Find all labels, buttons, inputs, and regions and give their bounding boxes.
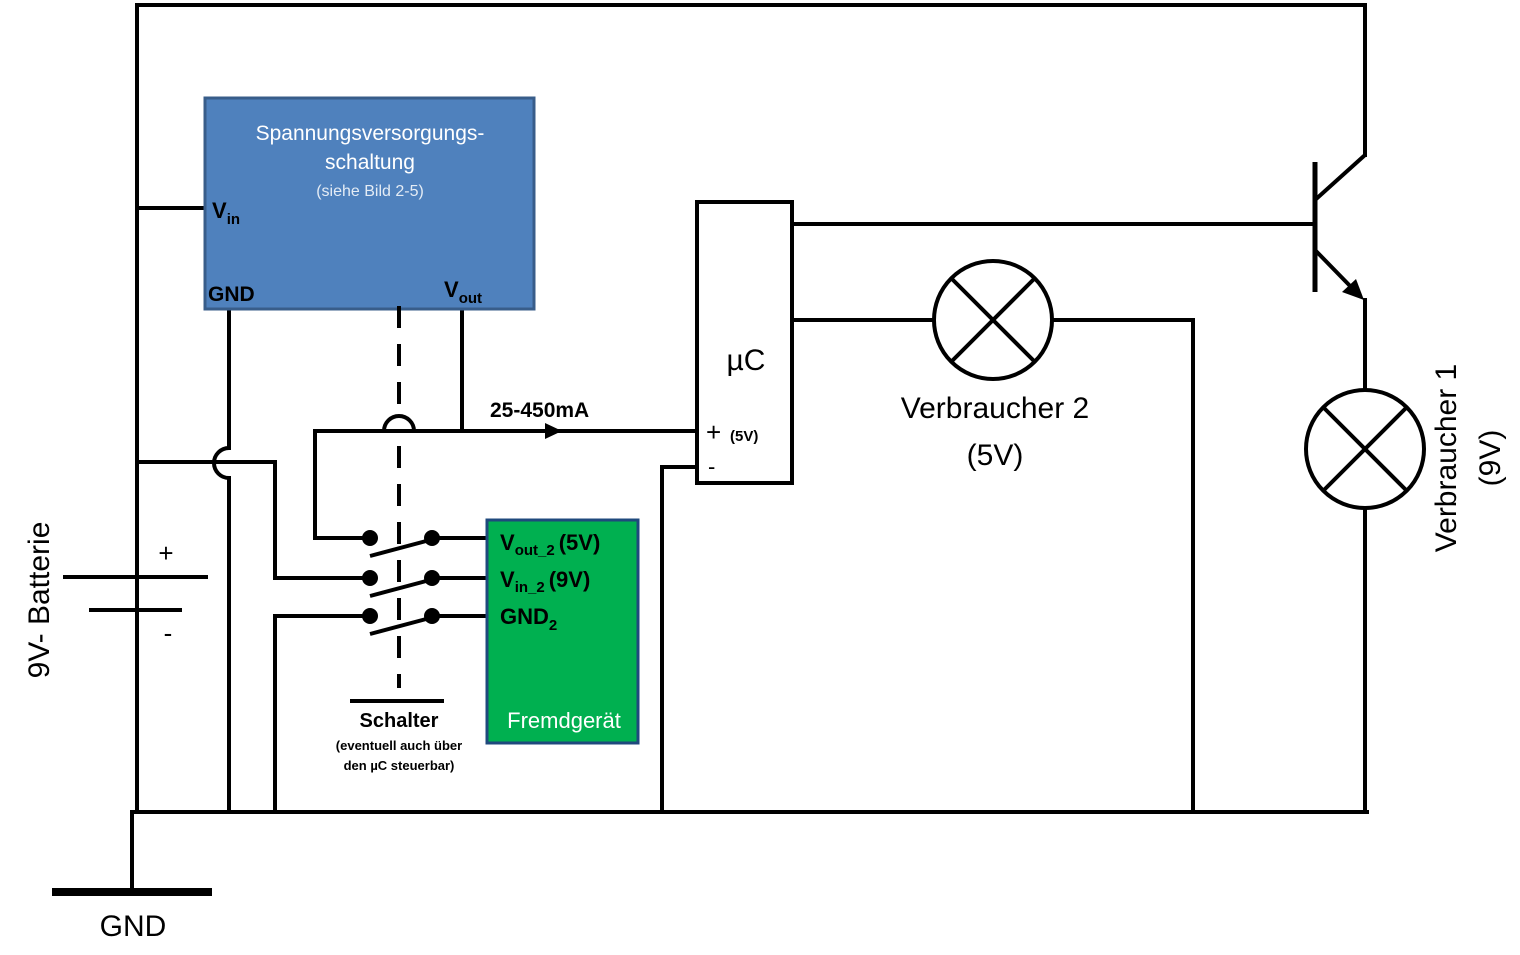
supply-block-rect (203, 96, 536, 311)
external-device: Vout_2(5V) Vin_2(9V) GND2 Fremdgerät (485, 518, 640, 745)
wire-crossover-hop-bus (382, 414, 416, 432)
ground-label: GND (100, 910, 167, 943)
wire-top-rail (135, 3, 1367, 810)
current-arrow (545, 423, 562, 439)
wire-5v-bus (313, 429, 699, 540)
battery-plus: + (158, 538, 173, 568)
load2-voltage: (5V) (967, 439, 1024, 472)
wire-battery-plus-feed (135, 460, 372, 580)
device-gnd2-label: GND2 (500, 604, 557, 634)
wire-load2-to-gnd (1051, 318, 1195, 812)
load1-label: Verbraucher 1 (1430, 364, 1463, 552)
switch-blade (369, 616, 431, 636)
supply-vout-label: Vout (444, 277, 482, 307)
lamp-cross-b (1321, 405, 1409, 493)
load2-lamp: Verbraucher 2 (5V) (901, 259, 1089, 472)
current-label: 25-450mA (490, 399, 589, 422)
mcu-minus: - (708, 454, 715, 479)
battery-label: 9V- Batterie (23, 522, 56, 679)
switch-blade (369, 578, 431, 598)
switch-contact (362, 530, 378, 546)
transistor-emitter (1313, 248, 1356, 292)
supply-vin-label: Vin (212, 198, 240, 228)
device-block-rect (485, 518, 640, 745)
emitter-arrow-icon (1342, 279, 1364, 300)
battery: + - 9V- Batterie (23, 522, 208, 679)
mcu-plus: + (706, 417, 721, 447)
switch-contact (362, 570, 378, 586)
load1-voltage: (9V) (1474, 430, 1507, 487)
switch-note-line2: den µC steuerbar) (344, 758, 455, 773)
wires (130, 3, 1369, 894)
switch-note-line1: (eventuell auch über (336, 738, 462, 753)
switch-label: Schalter (360, 710, 439, 732)
load2-label: Verbraucher 2 (901, 392, 1089, 425)
device-name: Fremdgerät (507, 708, 621, 733)
transistor-collector (1313, 153, 1367, 202)
mcu-label: µC (727, 344, 766, 377)
microcontroller: µC + (5V) - (695, 200, 794, 485)
mcu-plus-note: (5V) (730, 428, 758, 445)
transistor (1312, 153, 1367, 300)
supply-block: Spannungsversorgungs- schaltung (siehe B… (203, 96, 536, 311)
switch: Schalter (eventuell auch über den µC ste… (336, 306, 489, 773)
mcu-box (695, 200, 794, 485)
supply-title-line2: schaltung (325, 151, 415, 174)
wire-switch-gnd (273, 614, 372, 812)
load1-lamp: Verbraucher 1 (9V) (1304, 364, 1507, 552)
lamp-cross-b (949, 276, 1037, 364)
device-vin2-label: Vin_2(9V) (500, 567, 590, 596)
device-vout2-label: Vout_2(5V) (500, 530, 600, 559)
switch-contact (362, 608, 378, 624)
battery-minus: - (164, 618, 173, 648)
wire-mcu-minus (660, 465, 699, 812)
supply-gnd-label: GND (208, 283, 255, 306)
switch-blade (369, 538, 431, 558)
supply-note: (siehe Bild 2-5) (316, 183, 424, 200)
ground: GND (52, 888, 212, 943)
supply-title-line1: Spannungsversorgungs- (256, 122, 485, 145)
